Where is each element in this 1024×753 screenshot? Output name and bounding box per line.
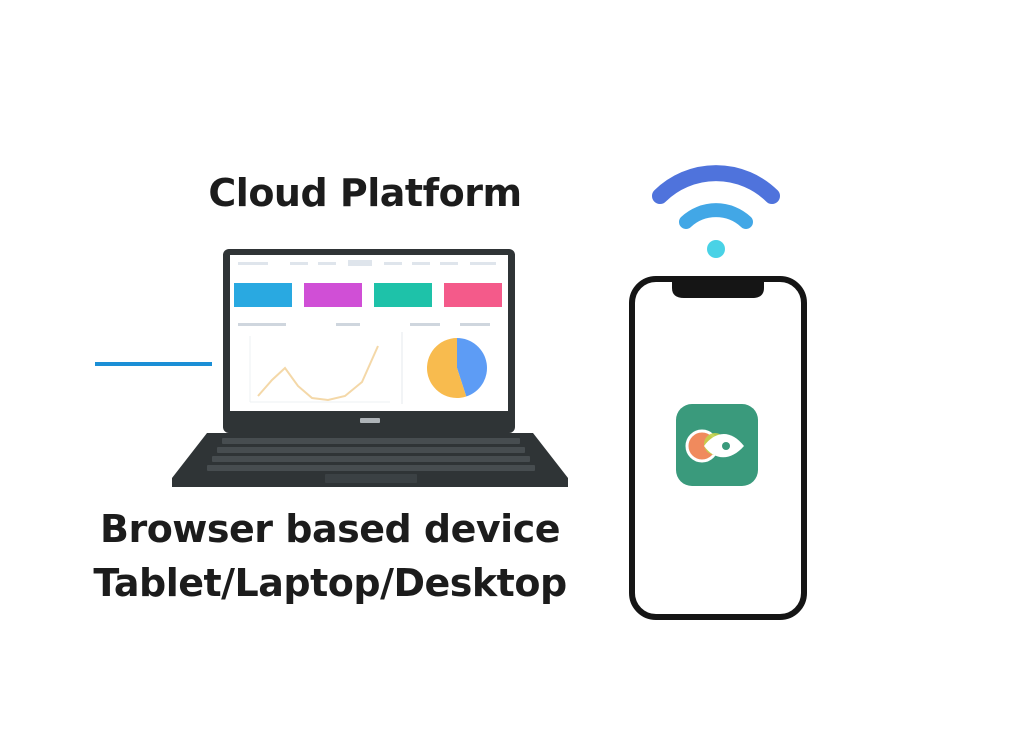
dashboard-card [374, 283, 432, 307]
laptop-touchpad [325, 474, 417, 483]
laptop-logo [360, 418, 380, 423]
app-icon [676, 404, 758, 486]
dashboard-card [444, 283, 502, 307]
browser-device-caption: Browser based device Tablet/Laptop/Deskt… [70, 502, 590, 610]
dashboard-card [304, 283, 362, 307]
cloud-platform-title: Cloud Platform [208, 171, 522, 215]
dashboard-card [234, 283, 292, 307]
pie-slice [427, 338, 467, 398]
dashboard-pie-chart [427, 338, 487, 398]
dashboard-cards [234, 283, 502, 307]
dashboard-line-chart [249, 336, 390, 403]
pie-slice [457, 338, 487, 397]
browser-device-line1: Browser based device [99, 507, 561, 551]
phone-notch [672, 282, 764, 298]
dashboard-nav [238, 260, 496, 266]
dashboard-panel-headers [238, 323, 490, 326]
laptop-illustration [172, 249, 568, 487]
wifi-icon [652, 165, 780, 258]
line-chart-series [257, 345, 379, 402]
phone-illustration [629, 276, 807, 620]
browser-device-line2: Tablet/Laptop/Desktop [93, 561, 567, 605]
laptop-keyboard [207, 438, 535, 471]
